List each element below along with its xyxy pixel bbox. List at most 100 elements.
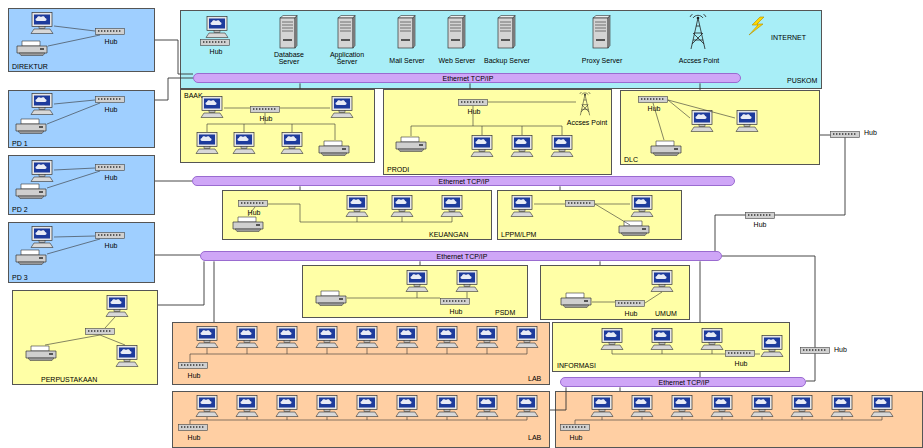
- network-cable: [214, 261, 215, 322]
- text-holder: Hub: [105, 174, 118, 181]
- hub-label: Hub: [450, 308, 463, 315]
- network-cable: [700, 261, 701, 322]
- ethernet-band: Ethernet TCP/IP: [192, 176, 735, 186]
- device-label: Database Server: [269, 51, 309, 66]
- department-area: Hub: [555, 391, 923, 448]
- text-holder: LAB: [528, 375, 541, 382]
- network-cable: [155, 255, 200, 256]
- text-holder: Mail Server: [389, 57, 424, 64]
- device-label: Accses Point: [679, 57, 719, 64]
- department-area: Hub PSDM: [302, 265, 528, 318]
- text-holder: Hub: [570, 434, 583, 441]
- text-holder: Ethernet TCP/IP: [443, 75, 494, 82]
- hub-label: Hub: [754, 221, 767, 228]
- text-holder: Hub: [188, 434, 201, 441]
- device-label: PD 2: [12, 206, 28, 213]
- text-holder: Hub: [450, 308, 463, 315]
- text-holder: Ethernet TCP/IP: [437, 253, 488, 260]
- text-holder: Hub: [105, 106, 118, 113]
- department-area: Hub LAB: [172, 391, 550, 448]
- text-holder: Database Server: [269, 51, 309, 66]
- text-holder: Backup Server: [484, 57, 530, 64]
- department-area: BAAK Hub: [180, 89, 375, 163]
- text-holder: Hub: [105, 38, 118, 45]
- text-holder: INTERNET: [771, 34, 806, 41]
- text-holder: Hub: [468, 108, 481, 115]
- department-area: Hub Database Server Application Server Mail…: [180, 10, 822, 89]
- department-area: HubDIREKTUR: [8, 8, 155, 72]
- department-area: INFORMASI Hub: [552, 322, 790, 372]
- band-label: Ethernet TCP/IP: [439, 178, 490, 185]
- text-holder: DLC: [624, 156, 638, 163]
- device-label: INFORMASI: [557, 362, 596, 369]
- hub-label: Hub: [834, 346, 847, 353]
- text-holder: Application Server: [325, 51, 369, 66]
- ethernet-band: Ethernet TCP/IP: [560, 377, 806, 387]
- text-holder: LAB: [528, 434, 541, 441]
- hub-label: Hub: [468, 108, 481, 115]
- department-area: Hub PD 2: [8, 155, 155, 215]
- text-holder: Ethernet TCP/IP: [659, 379, 710, 386]
- department-area: Hub UMUM: [540, 265, 690, 320]
- band-label: Ethernet TCP/IP: [437, 253, 488, 260]
- text-holder: PERPUSTAKAAN: [41, 376, 97, 383]
- band-label: Ethernet TCP/IP: [443, 75, 494, 82]
- device-label: LAB: [528, 434, 541, 441]
- device-label: LPPM/LPM: [501, 231, 536, 238]
- department-area: LPPM/LPM: [497, 190, 682, 240]
- text-holder: LPPM/LPM: [501, 231, 536, 238]
- text-holder: PRODI: [387, 166, 409, 173]
- text-holder: PD 2: [12, 206, 28, 213]
- band-label: Ethernet TCP/IP: [659, 379, 710, 386]
- hub-label: Hub: [188, 372, 201, 379]
- hub-label: Hub: [570, 434, 583, 441]
- department-area: HubDLC: [620, 90, 820, 165]
- hub-label: Hub: [188, 434, 201, 441]
- text-holder: Web Server: [439, 57, 476, 64]
- text-holder: BAAK: [184, 92, 203, 99]
- network-cable: [158, 261, 204, 305]
- hub-label: Hub: [864, 129, 877, 136]
- text-holder: Accses Point: [567, 119, 607, 126]
- text-holder: PSDM: [495, 309, 515, 316]
- department-area: HubKEUANGAN: [222, 190, 492, 240]
- device-label: INTERNET: [771, 34, 806, 41]
- device-label: PRODI: [387, 166, 409, 173]
- text-holder: Hub: [735, 360, 748, 367]
- device-label: Application Server: [325, 51, 369, 66]
- department-area: HubPD 3: [8, 222, 155, 283]
- text-holder: Hub: [210, 48, 223, 55]
- hub-label: Hub: [260, 115, 273, 122]
- device-label: BAAK: [184, 92, 203, 99]
- device-label: KEUANGAN: [429, 231, 468, 238]
- device-label: Proxy Server: [582, 57, 622, 64]
- device-label: PUSKOM: [787, 77, 817, 84]
- text-holder: KEUANGAN: [429, 231, 468, 238]
- text-holder: UMUM: [655, 310, 677, 317]
- device-label: PERPUSTAKAAN: [41, 376, 97, 383]
- text-holder: Hub: [188, 372, 201, 379]
- text-holder: Hub: [648, 105, 661, 112]
- ethernet-band: Ethernet TCP/IP: [200, 251, 722, 261]
- department-area: PERPUSTAKAAN: [12, 290, 158, 385]
- device-label: PD 1: [12, 140, 28, 147]
- hub-label: Hub: [648, 105, 661, 112]
- hub-label: Hub: [248, 209, 261, 216]
- device-label: Mail Server: [389, 57, 424, 64]
- text-holder: Hub: [260, 115, 273, 122]
- device-label: DIREKTUR: [12, 63, 48, 70]
- device-label: PD 3: [12, 274, 28, 281]
- text-holder: PD 3: [12, 274, 28, 281]
- text-holder: Hub: [834, 346, 847, 353]
- text-holder: DIREKTUR: [12, 63, 48, 70]
- department-area: HubAccses PointPRODI: [383, 89, 612, 175]
- text-holder: INFORMASI: [557, 362, 596, 369]
- hub-label: Hub: [735, 360, 748, 367]
- device-label: DLC: [624, 156, 638, 163]
- hub-label: Hub: [625, 310, 638, 317]
- hub-label: Hub: [210, 48, 223, 55]
- ethernet-band: Ethernet TCP/IP: [193, 73, 741, 83]
- text-holder: Accses Point: [679, 57, 719, 64]
